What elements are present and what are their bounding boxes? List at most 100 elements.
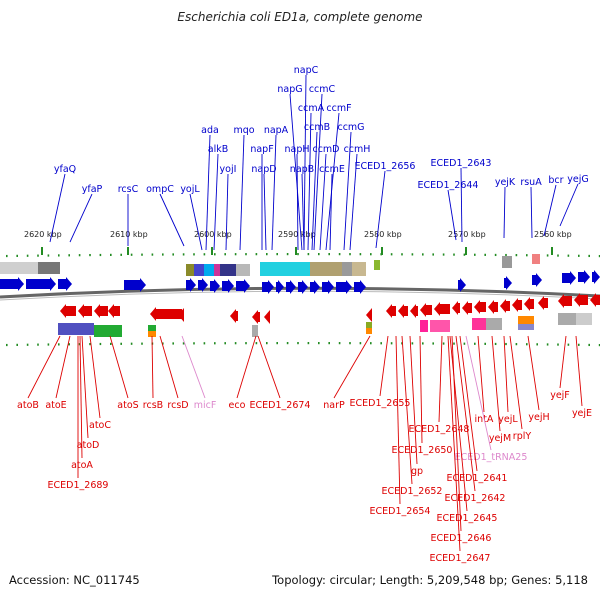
- tick-mark: [130, 342, 133, 345]
- tick-mark: [474, 342, 476, 345]
- forward-gene-label: ada: [201, 125, 219, 136]
- reverse-gene-label: atoS: [117, 400, 138, 411]
- tick-mark: [26, 254, 29, 257]
- reverse-gene-arrow: [150, 307, 182, 321]
- feature-block: [352, 262, 366, 276]
- reverse-gene-label: ECED1_2689: [48, 480, 109, 491]
- reverse-gene-label: ECED1_2642: [445, 493, 506, 504]
- reverse-gene-label: rplY: [513, 431, 532, 442]
- tick-mark: [37, 343, 39, 346]
- tick-mark: [567, 343, 570, 346]
- reverse-gene-label: micF: [194, 400, 217, 411]
- tick-mark: [401, 253, 403, 256]
- forward-gene-label: ccmF: [326, 103, 351, 114]
- tick-mark: [588, 343, 590, 347]
- forward-gene-arrow: [0, 277, 24, 291]
- forward-gene-arrow: [198, 278, 208, 292]
- leader-line: [325, 112, 340, 251]
- leader-line: [263, 173, 267, 251]
- leader-line: [257, 335, 281, 399]
- tick-mark: [234, 342, 237, 345]
- reverse-gene-label: ECED1_tRNA25: [455, 452, 528, 463]
- reverse-gene-arrow: [538, 296, 548, 310]
- forward-gene-label: yfaP: [82, 184, 103, 195]
- leader-line: [559, 335, 567, 389]
- tick-mark: [598, 343, 600, 347]
- reverse-gene-label: ECED1_2646: [431, 533, 492, 544]
- reverse-gene-label: ECED1_2647: [430, 553, 491, 564]
- tick-mark: [505, 253, 507, 257]
- tick-mark: [307, 342, 310, 345]
- feature-block: [260, 262, 310, 276]
- leader-line: [49, 173, 66, 243]
- tick-mark: [411, 342, 414, 345]
- tick-mark: [318, 253, 320, 256]
- forward-gene-label: rcsC: [118, 184, 139, 195]
- feature-block: [220, 264, 236, 276]
- leader-line: [159, 193, 185, 247]
- tick-mark: [567, 254, 570, 257]
- leader-line: [109, 335, 129, 399]
- tick-mark: [162, 253, 164, 256]
- tick-mark: [442, 342, 445, 345]
- tick-mark: [422, 342, 424, 345]
- reverse-gene-arrow: [60, 304, 76, 318]
- leader-line: [465, 335, 492, 451]
- tick-mark: [546, 343, 549, 346]
- feature-block: [486, 318, 502, 330]
- tick-mark: [214, 342, 216, 345]
- reverse-gene-label: atoC: [89, 420, 111, 431]
- tick-mark: [536, 343, 538, 346]
- feature-block: [420, 320, 428, 332]
- scale-label: 2620 kbp: [24, 230, 62, 239]
- tick-mark: [474, 253, 476, 256]
- reverse-gene-label: gp: [411, 466, 423, 477]
- leader-line: [205, 134, 211, 251]
- tick-mark: [359, 342, 362, 345]
- tick-mark: [557, 343, 559, 346]
- forward-gene-arrow: [124, 278, 146, 292]
- leader-line: [55, 335, 71, 399]
- tick-mark: [380, 342, 382, 345]
- reverse-gene-arrow: [452, 301, 460, 315]
- feature-block: [204, 264, 214, 276]
- reverse-gene-arrow: [366, 308, 372, 322]
- forward-gene-arrow: [298, 280, 308, 294]
- tick-mark: [494, 253, 497, 257]
- feature-block: [374, 260, 380, 270]
- forward-gene-arrow: [58, 277, 72, 291]
- feature-block: [38, 262, 60, 274]
- accession-label: Accession: NC_011745: [9, 573, 140, 587]
- forward-gene-label: ECED1_2643: [431, 158, 492, 169]
- leader-line: [213, 153, 219, 251]
- leader-line: [343, 131, 352, 251]
- tick-mark: [141, 253, 143, 256]
- tick-mark: [328, 342, 330, 345]
- forward-gene-label: ccmD: [312, 144, 339, 155]
- feature-block: [472, 318, 486, 330]
- tick-mark: [203, 253, 206, 256]
- leader-line: [559, 183, 579, 227]
- reverse-gene-label: eco: [229, 400, 246, 411]
- tick-mark: [370, 253, 372, 256]
- forward-gene-arrow: [26, 277, 56, 291]
- feature-block: [236, 264, 250, 276]
- tick-mark: [16, 254, 18, 257]
- tick-mark: [307, 253, 310, 256]
- forward-gene-label: napH: [284, 144, 309, 155]
- leader-line: [349, 153, 358, 251]
- leader-line: [159, 335, 179, 399]
- tick-mark: [255, 253, 258, 256]
- feature-block: [310, 262, 342, 276]
- forward-gene-label: ccmC: [309, 84, 336, 95]
- tick-mark: [526, 254, 528, 257]
- scale-label: 2600 kbp: [194, 230, 232, 239]
- tick-mark: [546, 254, 549, 257]
- leader-line: [527, 335, 540, 411]
- tick-mark: [245, 253, 247, 256]
- feature-block: [94, 325, 122, 337]
- scale-label: 2580 kbp: [364, 230, 402, 239]
- forward-gene-arrow: [562, 271, 576, 285]
- forward-gene-label: ccmE: [319, 164, 345, 175]
- leader-line: [236, 335, 257, 399]
